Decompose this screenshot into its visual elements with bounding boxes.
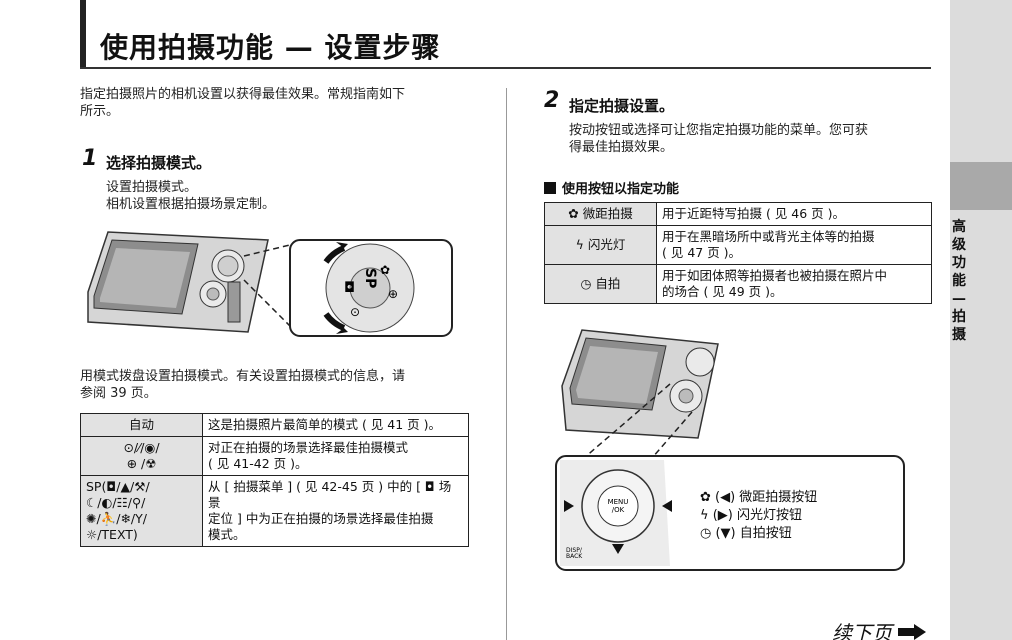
dpad-menu-label: MENU <box>608 498 629 506</box>
buttons-heading: 使用按钮以指定功能 <box>544 178 679 197</box>
column-divider <box>506 88 507 640</box>
table-row: ⊙/⁄/◉/ ⊕ /☢ 对正在拍摄的场景选择最佳拍摄模式 ( 见 41-42 页… <box>80 436 469 476</box>
buttons-table: ✿ 微距拍摄 用于近距特写拍摄 ( 见 46 页 )。 ϟ 闪光灯 用于在黑暗场… <box>544 202 932 304</box>
intro-line-2: 所示。 <box>80 104 120 119</box>
arrow-right-icon <box>898 623 926 640</box>
mode-key-line: SP(◘/▲/⚒/ <box>86 479 150 494</box>
side-tab-marker <box>950 162 1012 210</box>
camera-dpad-illustration: MENU /OK DISP/ BACK <box>555 329 905 571</box>
mode-key: 自动 <box>80 413 203 437</box>
dpad-disp-label: DISP/ <box>566 547 583 554</box>
mode-key: ⊙/⁄/◉/ ⊕ /☢ <box>80 436 203 476</box>
button-key: ϟ 闪光灯 <box>544 225 657 265</box>
mode-description: 对正在拍摄的场景选择最佳拍摄模式 ( 见 41-42 页 )。 <box>202 436 469 476</box>
step-2-number: 2 <box>544 88 560 113</box>
table-row: 自动 这是拍摄照片最简单的模式 ( 见 41 页 )。 <box>80 413 469 437</box>
title-rule <box>80 67 931 69</box>
camera-mode-dial-illustration: SP ◘ ✿ ⊕ ⊙ <box>87 231 453 337</box>
mode-desc-line: 模式。 <box>208 527 246 542</box>
button-key: ◷ 自拍 <box>544 264 657 304</box>
buttons-heading-text: 使用按钮以指定功能 <box>562 182 680 197</box>
table-row: ϟ 闪光灯 用于在黑暗场所中或背光主体等的拍摄 ( 见 47 页 )。 <box>544 225 932 265</box>
mode-description: 从 [ 拍摄菜单 ] ( 见 42-45 页 ) 中的 [ ◘ 场景 定位 ] … <box>202 475 469 547</box>
mode-table: 自动 这是拍摄照片最简单的模式 ( 见 41 页 )。 ⊙/⁄/◉/ ⊕ /☢ … <box>80 413 469 547</box>
mode-dial-line-2: 参阅 39 页。 <box>80 386 157 401</box>
dpad-ok-label: /OK <box>612 506 625 514</box>
square-bullet-icon <box>544 181 556 194</box>
button-key: ✿ 微距拍摄 <box>544 202 657 226</box>
svg-text:⊕: ⊕ <box>388 287 398 301</box>
mode-desc-line: 对正在拍摄的场景选择最佳拍摄模式 <box>208 440 409 455</box>
mode-key: SP(◘/▲/⚒/ ☾/◐/☷/⚲/ ✺/⛹/❄/Y/ ☼/TEXT) <box>80 475 203 547</box>
svg-text:◘: ◘ <box>344 280 355 296</box>
mode-description: 这是拍摄照片最简单的模式 ( 见 41 页 )。 <box>202 413 469 437</box>
step-1-number: 1 <box>82 146 98 171</box>
table-row: ✿ 微距拍摄 用于近距特写拍摄 ( 见 46 页 )。 <box>544 202 932 226</box>
camera-body-left <box>87 231 269 333</box>
svg-text:⊙: ⊙ <box>350 305 360 319</box>
right-arrow-icon <box>662 500 672 512</box>
intro-line-1: 指定拍摄照片的相机设置以获得最佳效果。常规指南如下 <box>80 87 406 102</box>
button-description: 用于近距特写拍摄 ( 见 46 页 )。 <box>656 202 932 226</box>
button-legend: ✿ (◀) 微距拍摄按钮 ϟ (▶) 闪光灯按钮 ◷ (▼) 自拍按钮 <box>700 489 817 543</box>
side-tab-label: 高级功能—拍摄 <box>952 219 966 343</box>
title-accent-bar <box>80 0 86 68</box>
mode-desc-line: 定位 ] 中为正在拍摄的场景选择最佳拍摄 <box>208 511 434 526</box>
camera-body-right <box>561 329 719 439</box>
button-description: 用于在黑暗场所中或背光主体等的拍摄 ( 见 47 页 )。 <box>656 225 932 265</box>
step-2-description: 按动按钮或选择可让您指定拍摄功能的菜单。您可获 得最佳拍摄效果。 <box>569 122 868 156</box>
mode-dial-zoom-box: SP ◘ ✿ ⊕ ⊙ <box>289 239 453 337</box>
button-description: 用于如团体照等拍摄者也被拍摄在照片中 的场合 ( 见 49 页 )。 <box>656 264 932 304</box>
dpad-zoom-box: MENU /OK DISP/ BACK <box>555 455 905 571</box>
step-1-description: 设置拍摄模式。 相机设置根据拍摄场景定制。 <box>106 179 275 213</box>
svg-text:✿: ✿ <box>380 263 390 277</box>
step-2-desc-line-2: 得最佳拍摄效果。 <box>569 140 674 155</box>
step-1-desc-line-1: 设置拍摄模式。 <box>106 180 198 195</box>
button-desc-line: 的场合 ( 见 49 页 )。 <box>662 284 783 299</box>
table-row: ◷ 自拍 用于如团体照等拍摄者也被拍摄在照片中 的场合 ( 见 49 页 )。 <box>544 264 932 304</box>
step-1-title: 选择拍摄模式。 <box>106 154 212 172</box>
mode-key-line: ⊙/⁄/◉/ <box>123 440 160 455</box>
mode-key-line: ☼/TEXT) <box>86 527 138 542</box>
page-title: 使用拍摄功能 — 设置步骤 <box>100 31 441 64</box>
button-desc-line: 用于如团体照等拍摄者也被拍摄在照片中 <box>662 268 888 283</box>
legend-macro: ✿ (◀) 微距拍摄按钮 <box>700 490 818 505</box>
mode-dial-text: 用模式拨盘设置拍摄模式。有关设置拍摄模式的信息，请 参阅 39 页。 <box>80 368 405 402</box>
side-tab <box>950 0 1012 640</box>
continue-next-page: 续下页 <box>832 617 926 640</box>
down-arrow-icon <box>612 544 624 554</box>
svg-text:SP: SP <box>362 268 378 288</box>
legend-self-timer: ◷ (▼) 自拍按钮 <box>700 526 792 541</box>
button-desc-line: 用于在黑暗场所中或背光主体等的拍摄 <box>662 229 875 244</box>
step-2-title: 指定拍摄设置。 <box>569 97 675 115</box>
mode-key-line: ✺/⛹/❄/Y/ <box>86 511 147 526</box>
legend-flash: ϟ (▶) 闪光灯按钮 <box>700 508 802 523</box>
table-row: SP(◘/▲/⚒/ ☾/◐/☷/⚲/ ✺/⛹/❄/Y/ ☼/TEXT) 从 [ … <box>80 475 469 547</box>
step-1-desc-line-2: 相机设置根据拍摄场景定制。 <box>106 197 276 212</box>
continue-text: 续下页 <box>832 621 892 640</box>
step-2-desc-line-1: 按动按钮或选择可让您指定拍摄功能的菜单。您可获 <box>569 123 869 138</box>
mode-key-line: ☾/◐/☷/⚲/ <box>86 495 146 510</box>
intro-text: 指定拍摄照片的相机设置以获得最佳效果。常规指南如下 所示。 <box>80 86 405 120</box>
mode-dial-line-1: 用模式拨盘设置拍摄模式。有关设置拍摄模式的信息，请 <box>80 369 406 384</box>
dpad-back-label: BACK <box>566 553 583 560</box>
mode-desc-line: 从 [ 拍摄菜单 ] ( 见 42-45 页 ) 中的 [ ◘ 场景 <box>208 479 452 510</box>
button-desc-line: ( 见 47 页 )。 <box>662 245 742 260</box>
left-arrow-icon <box>564 500 574 512</box>
mode-desc-line: ( 见 41-42 页 )。 <box>208 456 308 471</box>
mode-key-line: ⊕ /☢ <box>126 456 157 471</box>
